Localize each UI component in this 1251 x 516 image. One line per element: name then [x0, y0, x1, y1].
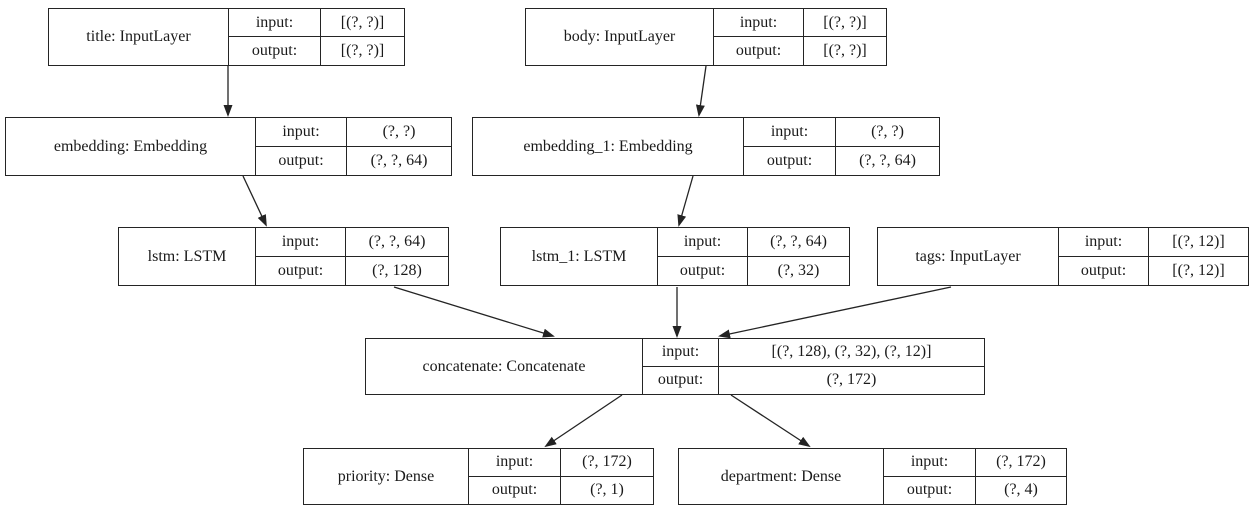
layer-name: body: InputLayer	[526, 9, 714, 65]
input-shape: (?, ?)	[836, 118, 939, 147]
output-shape: [(?, ?)]	[340, 42, 385, 59]
output-shape: (?, 172)	[826, 371, 877, 389]
layer-name: embedding: Embedding	[6, 118, 256, 175]
edge-body-to-embedding_1	[695, 65, 707, 117]
input-shape: (?, ?, 64)	[346, 228, 448, 257]
output-key: output:	[469, 476, 561, 504]
input-shape: [(?, ?)]	[804, 9, 886, 37]
output-shape: (?, 4)	[1004, 481, 1038, 499]
input-key: input:	[643, 339, 719, 367]
input-key: input:	[884, 449, 976, 477]
input-key: input:	[256, 228, 346, 257]
layer-name: tags: InputLayer	[878, 228, 1059, 285]
edge-concatenate-to-priority	[544, 394, 623, 448]
output-shape: (?, 1)	[590, 481, 624, 499]
output-key: output:	[256, 256, 346, 285]
output-shape: (?, 32)	[777, 261, 820, 279]
output-key: output:	[229, 37, 321, 65]
input-shape: (?, ?, 64)	[748, 228, 849, 257]
input-key: input:	[658, 228, 748, 257]
output-shape: (?, 128)	[372, 261, 422, 279]
layer-name: embedding_1: Embedding	[473, 118, 744, 175]
output-shape: [(?, 12)]	[1172, 261, 1225, 279]
edge-embedding-to-lstm	[242, 175, 267, 227]
output-shape: (?, ?, 64)	[859, 151, 916, 169]
layer-name: department: Dense	[679, 449, 884, 504]
input-shape: [(?, 128), (?, 32), (?, 12)]	[719, 339, 984, 367]
edge-tags-to-concatenate	[718, 286, 952, 339]
output-key: output:	[256, 146, 347, 175]
edge-lstm-to-concatenate	[393, 286, 555, 338]
output-key: output:	[1059, 256, 1149, 285]
input-shape: [(?, ?)]	[321, 9, 404, 37]
input-shape: (?, 172)	[976, 449, 1066, 477]
layer-name: title: InputLayer	[49, 9, 229, 65]
edge-concatenate-to-department	[730, 394, 811, 448]
output-shape: (?, ?, 64)	[370, 151, 428, 169]
layer-name: concatenate: Concatenate	[366, 339, 643, 394]
layer-name: lstm_1: LSTM	[501, 228, 658, 285]
input-key: input:	[744, 118, 836, 147]
input-key: input:	[714, 9, 804, 37]
input-key: input:	[229, 9, 321, 37]
input-key: input:	[256, 118, 347, 147]
input-shape: (?, 172)	[561, 449, 653, 477]
input-key: input:	[469, 449, 561, 477]
output-shape: [(?, ?)]	[823, 42, 867, 59]
input-key: input:	[1059, 228, 1149, 257]
output-key: output:	[714, 37, 804, 65]
output-key: output:	[658, 256, 748, 285]
output-key: output:	[643, 366, 719, 394]
input-shape: [(?, 12)]	[1149, 228, 1248, 257]
output-key: output:	[744, 146, 836, 175]
output-key: output:	[884, 476, 976, 504]
edge-embedding_1-to-lstm_1	[677, 175, 694, 227]
input-shape: (?, ?)	[347, 118, 451, 147]
layer-name: lstm: LSTM	[119, 228, 256, 285]
layer-name: priority: Dense	[304, 449, 469, 504]
